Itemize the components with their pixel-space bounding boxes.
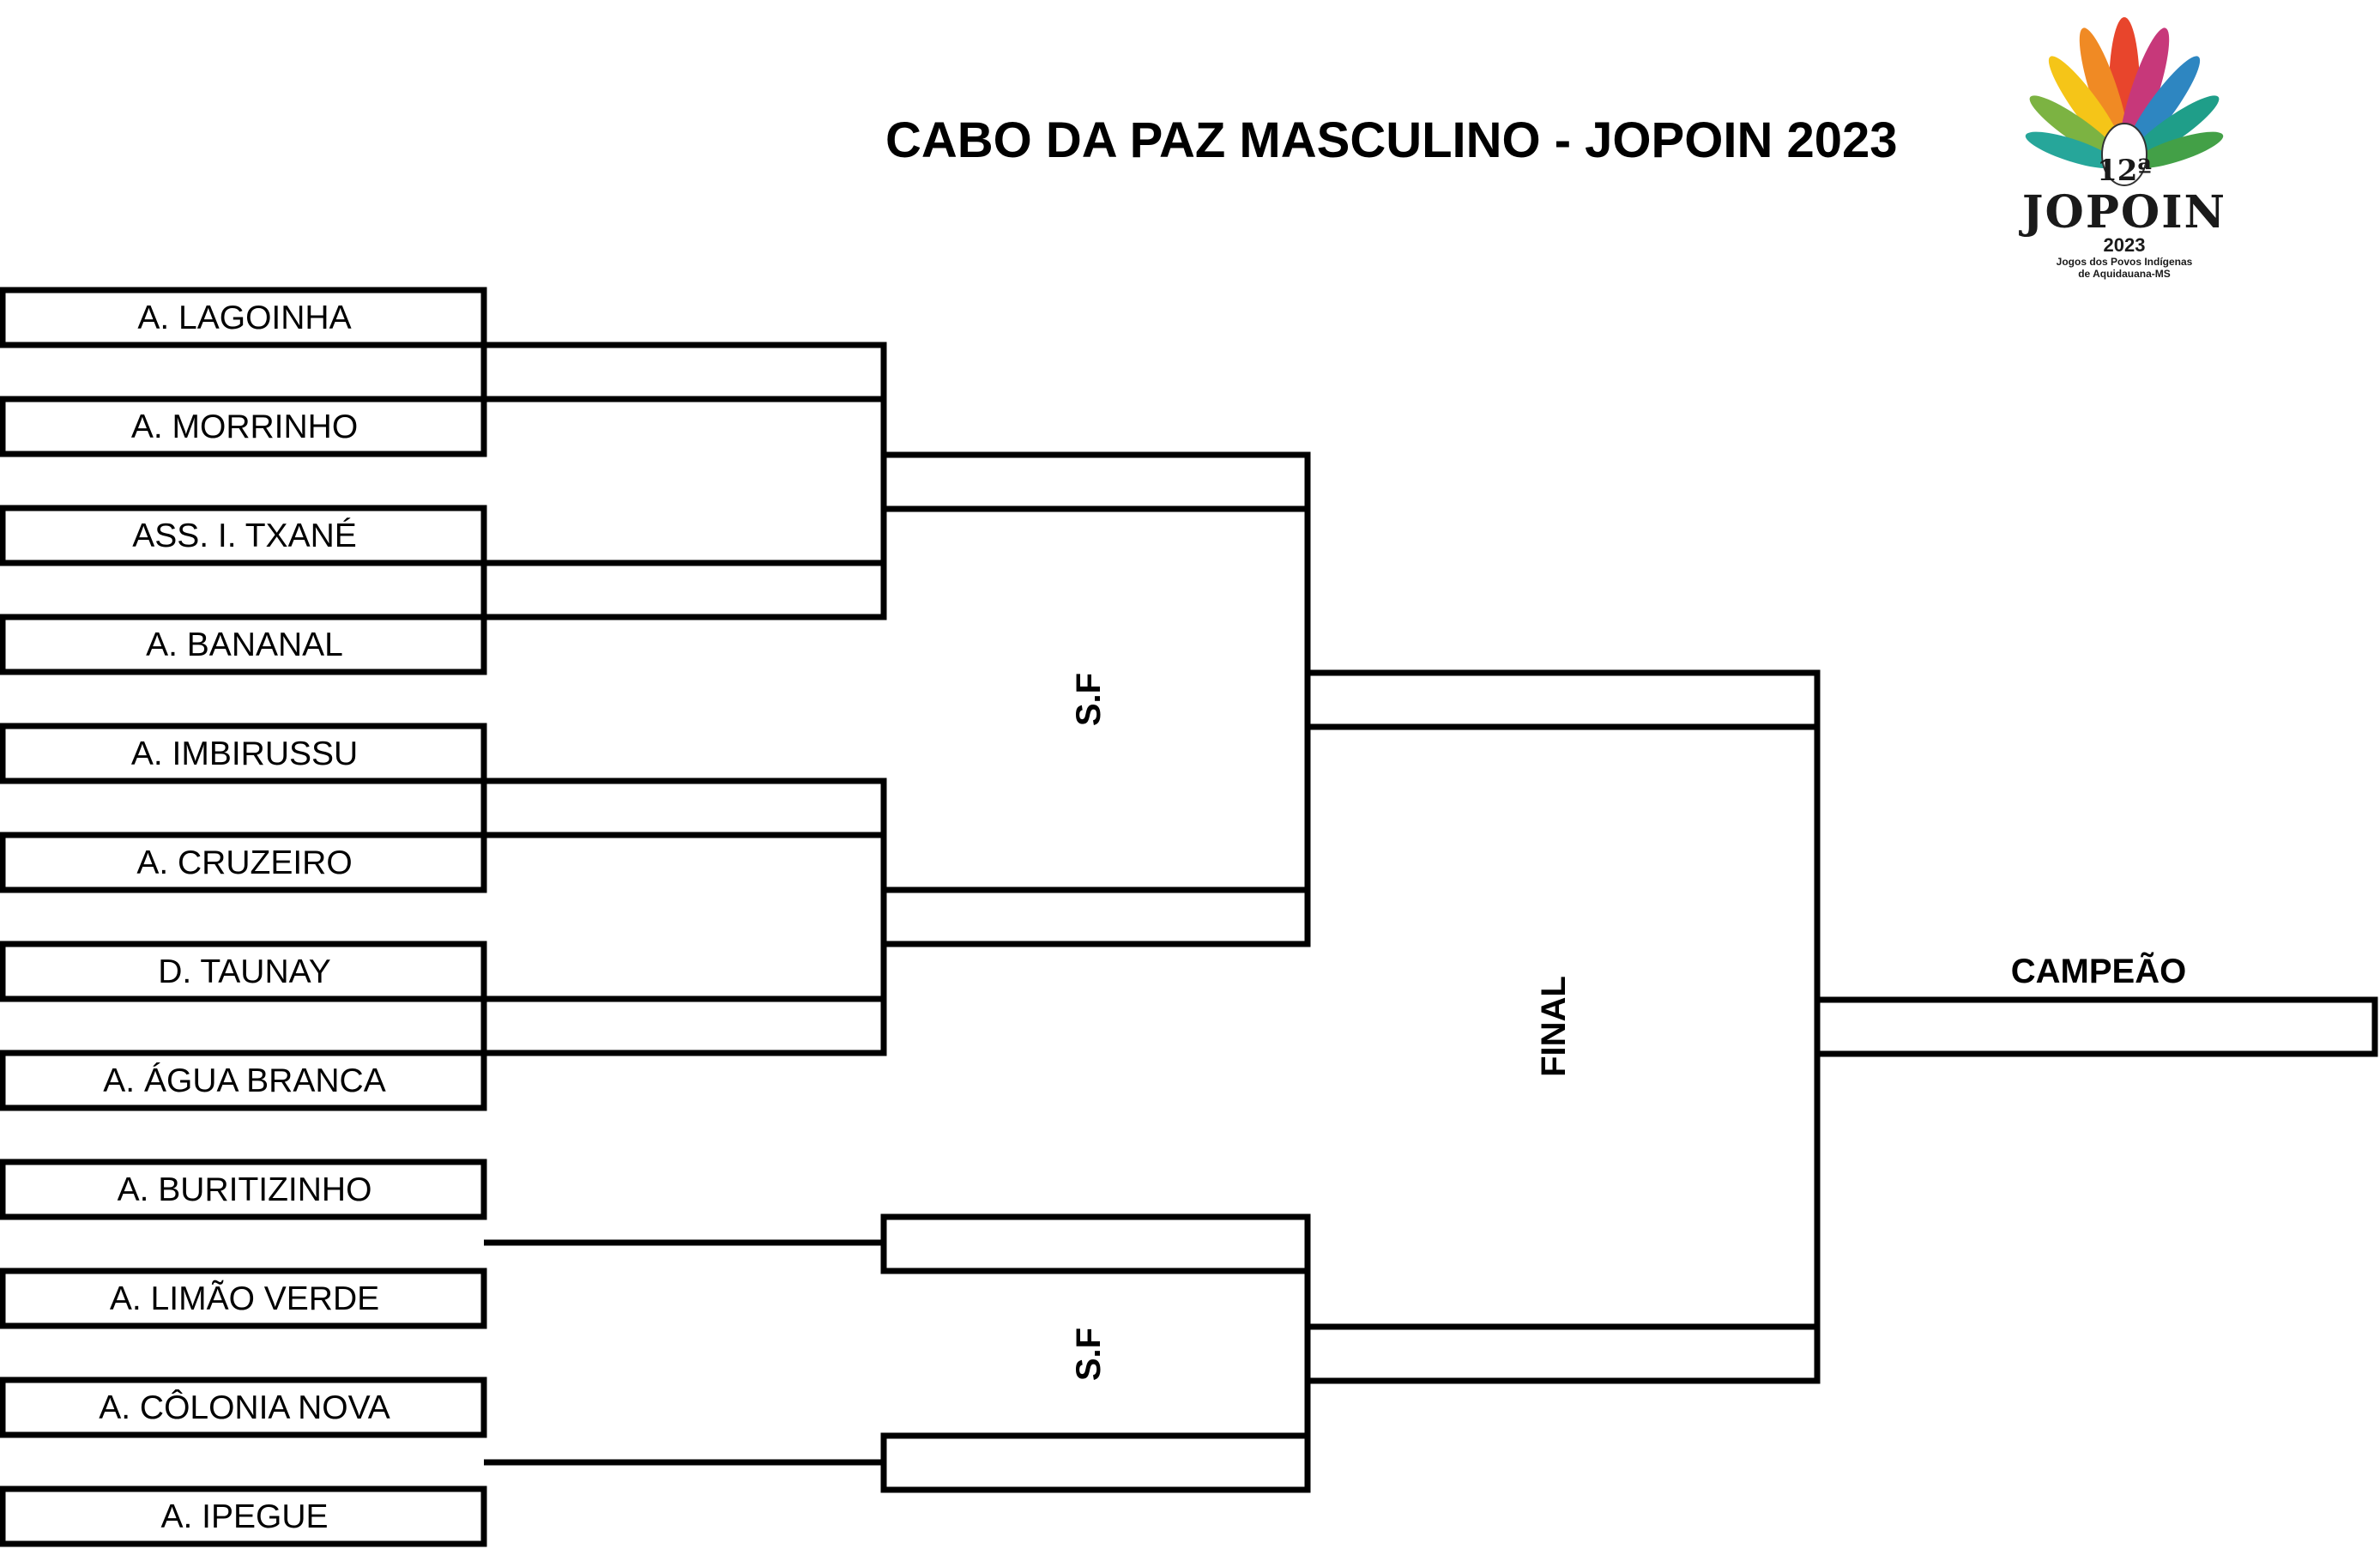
semifinal-label: S.F <box>1070 673 1108 726</box>
final-slot <box>1304 669 1821 730</box>
feather-crown-icon <box>2025 17 2224 186</box>
team-box <box>0 941 487 1002</box>
team-box <box>0 396 487 457</box>
logo-line2: de Aquidauana-MS <box>2078 268 2171 280</box>
team-box <box>0 614 487 675</box>
team-label: A. BURITIZINHO <box>118 1171 372 1208</box>
match-connector <box>480 342 887 402</box>
logo-edition: 12ª <box>2097 154 2152 188</box>
logo-line1: Jogos dos Povos Indígenas <box>2057 256 2193 268</box>
semifinal-label: S.F <box>1070 1328 1108 1381</box>
team-box <box>0 1377 487 1438</box>
semifinal-slot <box>880 1213 1311 1274</box>
team-label: ASS. I. TXANÉ <box>132 517 357 554</box>
jopoin-logo: 12ª JOPOIN 2023 Jogos dos Povos Indígena… <box>2019 17 2226 280</box>
team-label: A. MORRINHO <box>131 408 358 445</box>
team-box <box>0 723 487 784</box>
team-label: A. IPEGUE <box>160 1498 328 1535</box>
champion-slot <box>1814 996 2378 1057</box>
team-label: A. BANANAL <box>146 626 343 663</box>
champion-label: CAMPEÃO <box>2011 951 2186 990</box>
semifinal-slot <box>880 886 1311 947</box>
team-box <box>0 1268 487 1329</box>
team-box <box>0 287 487 348</box>
team-box <box>0 1159 487 1220</box>
team-box <box>0 1050 487 1111</box>
team-box <box>0 832 487 893</box>
team-label: A. IMBIRUSSU <box>131 735 358 772</box>
logo-year: 2023 <box>2104 234 2146 256</box>
team-label: D. TAUNAY <box>158 953 331 990</box>
team-label: A. LIMÃO VERDE <box>110 1280 379 1317</box>
page-title: CABO DA PAZ MASCULINO - JOPOIN 2023 <box>885 112 1898 168</box>
match-connector <box>480 778 887 838</box>
team-box <box>0 1485 487 1547</box>
match-connector <box>480 995 887 1056</box>
team-label: A. CÔLONIA NOVA <box>99 1389 390 1426</box>
logo-name: JOPOIN <box>2019 186 2226 239</box>
semifinal-slot <box>880 451 1311 512</box>
team-box <box>0 505 487 566</box>
team-label: A. CRUZEIRO <box>136 844 352 881</box>
final-label: FINAL <box>1535 976 1573 1077</box>
final-slot <box>1304 1323 1821 1384</box>
team-label: A. ÁGUA BRANCA <box>103 1062 385 1099</box>
match-connector <box>480 560 887 620</box>
semifinal-slot <box>880 1432 1311 1493</box>
team-label: A. LAGOINHA <box>137 300 351 336</box>
